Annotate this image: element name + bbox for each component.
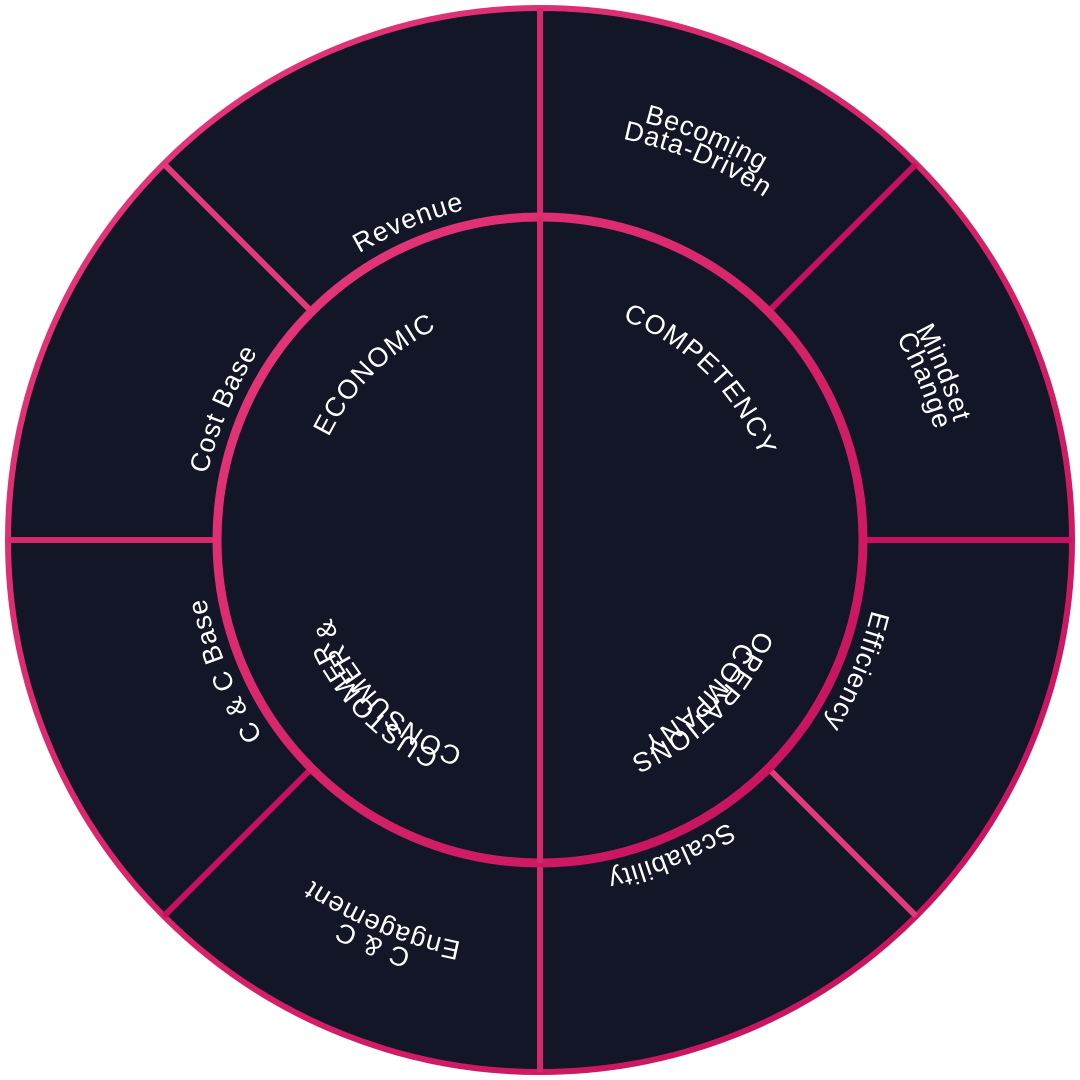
inner-cross xyxy=(217,217,863,863)
outer-dividers xyxy=(8,8,1072,1072)
